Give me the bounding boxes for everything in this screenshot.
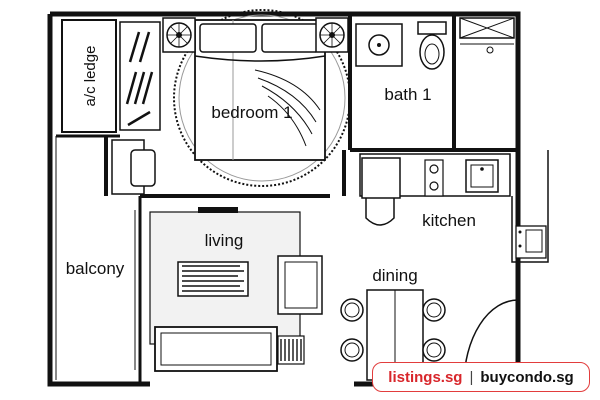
tv-console — [198, 207, 238, 213]
pillow-right — [261, 23, 319, 53]
bedside-table-left — [162, 17, 196, 53]
pillow-left — [199, 23, 257, 53]
stove-icon — [424, 159, 444, 197]
dining-chair-se — [422, 338, 446, 362]
dining-chair-nw — [340, 298, 364, 322]
sofa-seat — [160, 332, 272, 366]
blanket-fold — [254, 69, 321, 147]
wardrobe-hangers — [125, 31, 154, 127]
label-ac-ledge: a/c ledge — [82, 46, 99, 107]
washer-icon — [515, 225, 547, 259]
bedroom-rug-inner — [178, 14, 346, 182]
fridge — [361, 157, 401, 199]
coffee-table — [177, 261, 249, 297]
desk-chair — [130, 149, 156, 187]
sink-drain-icon — [377, 43, 381, 47]
side-table — [277, 335, 305, 365]
ac-ledge — [61, 19, 117, 133]
label-dining: dining — [372, 266, 417, 285]
label-bedroom: bedroom 1 — [211, 103, 292, 122]
dining-chair-ne — [422, 298, 446, 322]
watermark-separator: | — [469, 368, 474, 386]
outer-wall-left — [47, 14, 150, 387]
kitchen-return-counter — [511, 150, 549, 263]
dining-chair-sw — [340, 338, 364, 362]
kitchen-sink-icon — [465, 159, 499, 193]
shower — [459, 17, 515, 54]
armchair-seat — [284, 261, 318, 309]
toilet-icon — [417, 21, 447, 70]
bedroom-rug — [173, 9, 351, 187]
watermark-site-1: listings.sg — [388, 368, 463, 386]
bath-sink-icon — [368, 34, 390, 56]
label-living: living — [205, 231, 244, 250]
label-bath: bath 1 — [384, 85, 431, 104]
label-kitchen: kitchen — [422, 211, 476, 230]
wardrobe — [119, 21, 161, 131]
blanket-top — [194, 55, 326, 62]
bedside-table-right — [315, 17, 349, 53]
fridge-door — [365, 198, 395, 226]
watermark-site-2: buycondo.sg — [480, 368, 574, 386]
watermark: listings.sg | buycondo.sg — [372, 362, 590, 392]
label-balcony: balcony — [66, 259, 125, 278]
